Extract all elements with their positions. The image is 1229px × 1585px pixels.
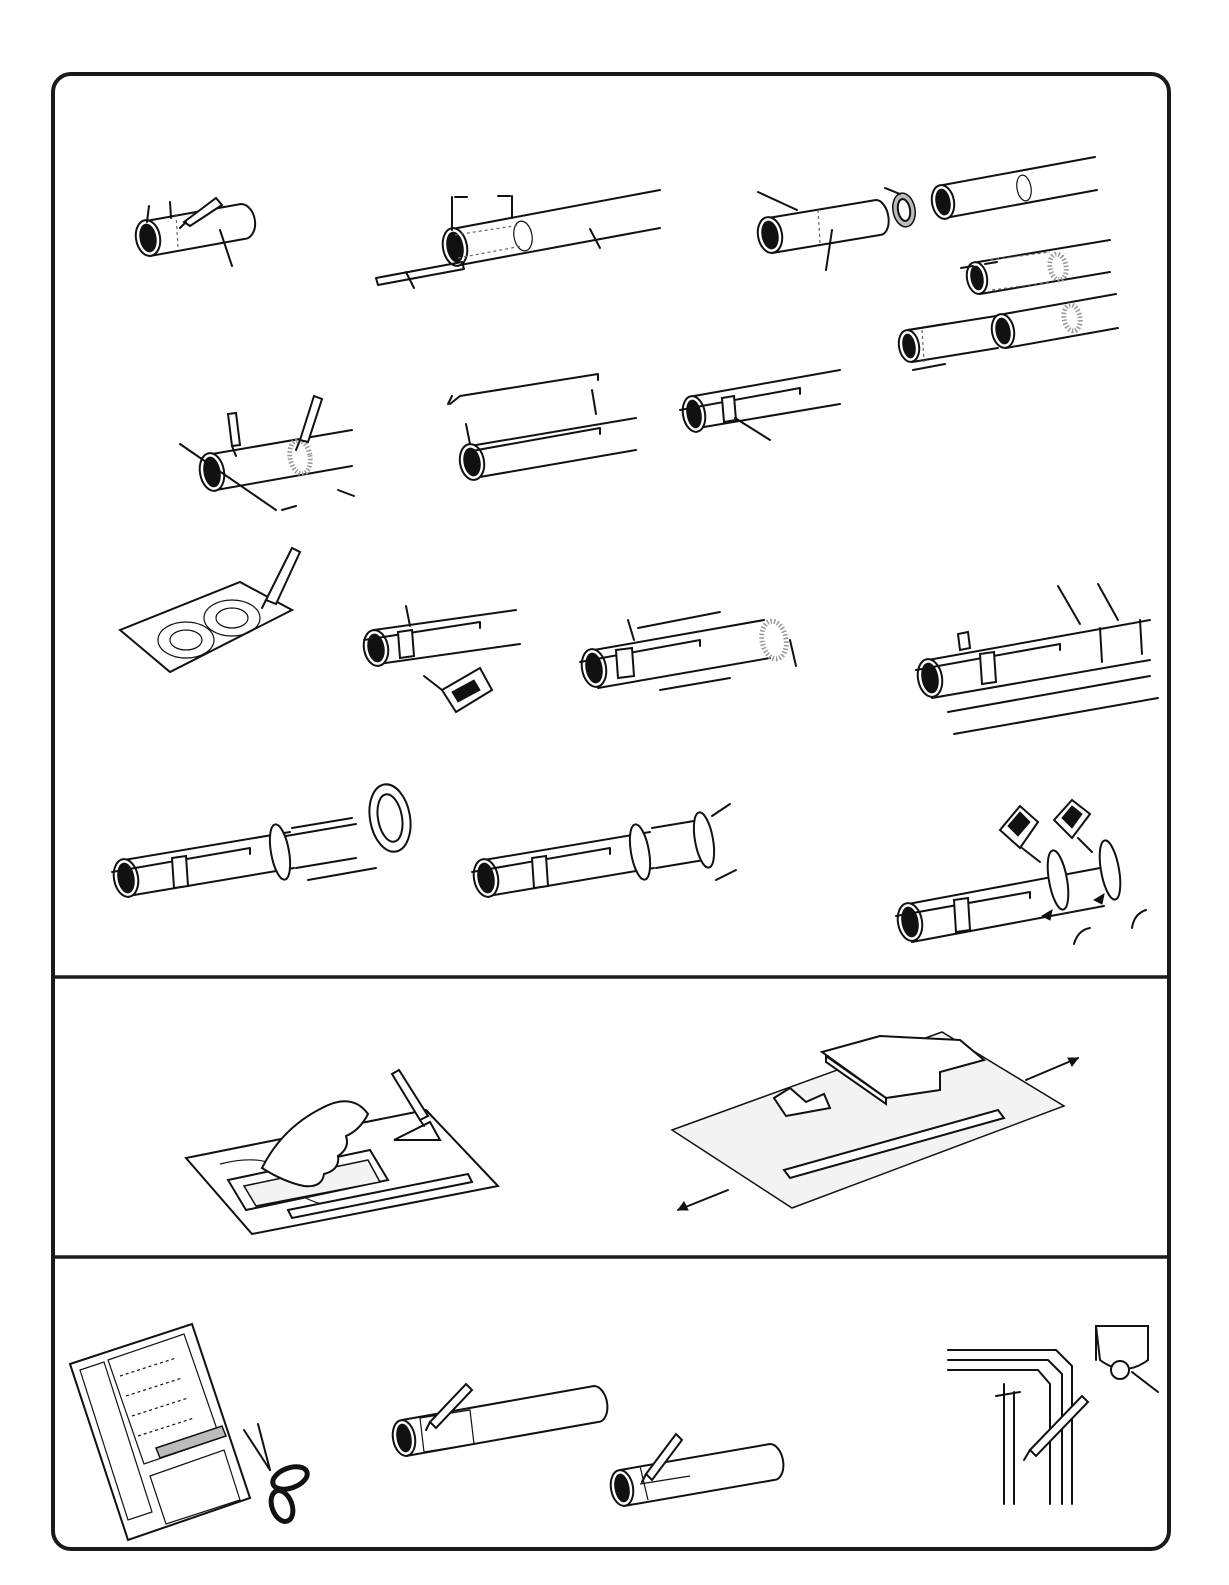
- step-engine-hook: [448, 374, 636, 482]
- step-cut-template: [70, 1324, 310, 1540]
- template-sheet-icon: [70, 1324, 250, 1540]
- step-second-ring: [471, 804, 736, 899]
- step-mark-and-cut: [180, 396, 354, 510]
- pencil-icon: [642, 1434, 682, 1482]
- knife-icon: [262, 548, 300, 608]
- step-sandpaper-board: [672, 1032, 1078, 1210]
- knife-icon: [296, 396, 322, 450]
- scissors-icon: [244, 1424, 310, 1524]
- glue-bottle-icon: [1000, 806, 1040, 862]
- step-glue-rings: [895, 800, 1146, 944]
- step-mark-tube-lines: [390, 1384, 783, 1508]
- step-short-tube-cut: [133, 198, 255, 266]
- step-coupler-slide: [896, 294, 1118, 370]
- pencil-icon: [1024, 1396, 1088, 1460]
- step-hook-mounted: [680, 370, 840, 440]
- step-tube-gap: [961, 240, 1110, 295]
- panel-frame: [53, 74, 1169, 1549]
- step-cut-rings: [120, 548, 300, 672]
- step-mark-length: [915, 584, 1158, 734]
- step-long-tube-measure: [376, 190, 660, 288]
- step-sand-fin: [186, 1070, 498, 1234]
- step-glue-hook: [361, 606, 520, 712]
- glue-bottle-icon: [1054, 800, 1092, 852]
- glue-bottle-icon: [424, 668, 492, 712]
- step-add-ring: [111, 781, 416, 899]
- pencil-icon: [426, 1384, 472, 1430]
- step-door-frame-guide: [948, 1326, 1158, 1504]
- step-slide-tube: [579, 612, 796, 690]
- centering-ring-icon: [885, 188, 918, 229]
